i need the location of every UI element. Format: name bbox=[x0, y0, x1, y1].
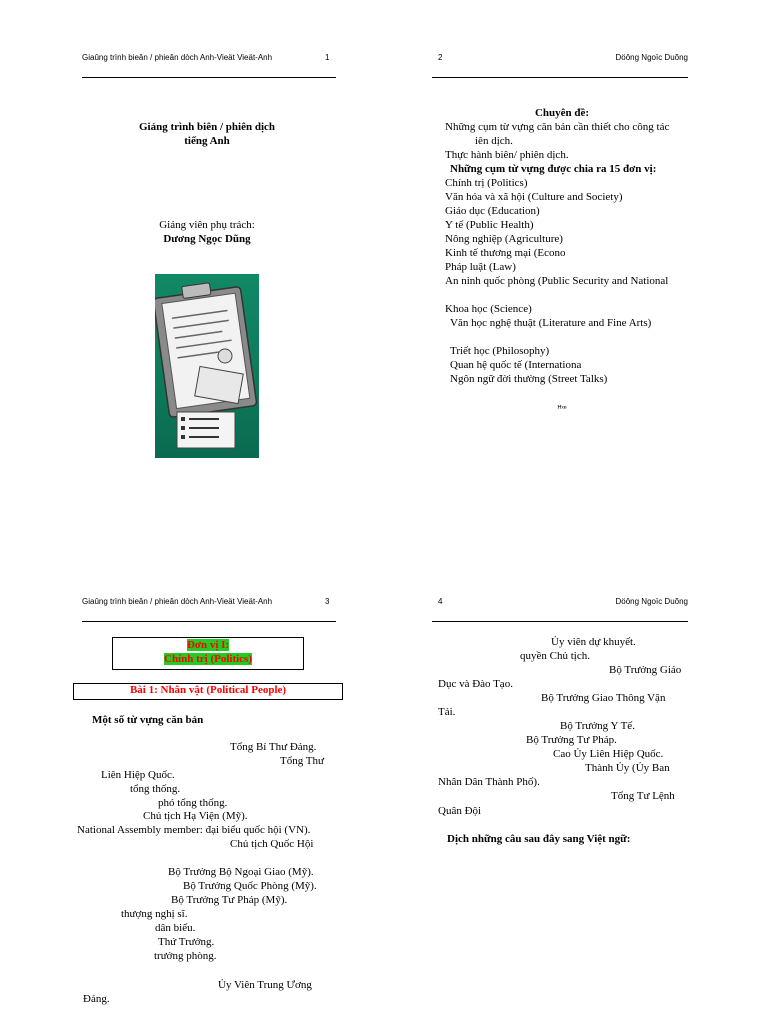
unit-item: Văn hóa và xã hội (Culture and Society) bbox=[445, 191, 623, 203]
vocab-line: quyền Chủ tịch. bbox=[520, 650, 590, 662]
page-number: 4 bbox=[438, 597, 443, 606]
vocab-line: thượng nghị sĩ. bbox=[121, 908, 188, 920]
unit-item: Pháp luật (Law) bbox=[445, 261, 516, 273]
vocab-line: Ủy viên dự khuyết. bbox=[551, 636, 636, 648]
title-line-1: Giảng trình biên / phiên dịch bbox=[138, 121, 275, 133]
vocab-line: Liên Hiệp Quốc. bbox=[101, 769, 175, 781]
vocab-line: Bộ Trưởng Y Tế. bbox=[560, 720, 635, 732]
topic-line-1: Những cụm từ vựng căn bản cần thiết cho … bbox=[445, 121, 670, 133]
vocab-line: trưởng phòng. bbox=[154, 950, 217, 962]
header-rule bbox=[82, 621, 336, 622]
vocab-line: Bộ Trưởng Tư Pháp (Mỹ). bbox=[171, 894, 288, 906]
vocab-line: Tổng Thư bbox=[280, 755, 324, 767]
page-number: 2 bbox=[438, 53, 443, 62]
lesson-title-box bbox=[73, 683, 343, 700]
unit-title-box bbox=[112, 637, 304, 670]
vocab-line: phó tổng thống. bbox=[158, 797, 228, 809]
vocab-line: Nhân Dân Thành Phố). bbox=[438, 776, 540, 788]
page-header-right: Döông Ngoïc Duõng bbox=[615, 53, 689, 62]
vocab-line: Cao Ủy Liên Hiệp Quốc. bbox=[553, 748, 664, 760]
vocab-line: National Assembly member: đại biểu quốc … bbox=[77, 824, 311, 836]
vocab-line: Bộ Trưởng Giao Thông Vận bbox=[541, 692, 666, 704]
vocab-line: tổng thống. bbox=[130, 783, 181, 795]
unit-item: Y tế (Public Health) bbox=[445, 219, 534, 231]
unit-item: Khoa học (Science) bbox=[445, 303, 532, 315]
vocab-line: Quân Đội bbox=[438, 805, 482, 817]
practice-line: Thực hành biên/ phiên dịch. bbox=[445, 149, 569, 161]
vocab-line: Tổng Tư Lệnh bbox=[611, 790, 675, 802]
vocab-line: Tổng Bí Thư Đảng. bbox=[230, 741, 317, 753]
vocab-line: Chủ tịch Quốc Hội bbox=[230, 838, 314, 850]
vocab-line: Bộ Trưởng Tư Pháp. bbox=[526, 734, 617, 746]
unit-item: Văn học nghệ thuật (Literature and Fine … bbox=[450, 317, 652, 329]
vocab-line: Tải. bbox=[438, 706, 456, 718]
header-rule bbox=[432, 621, 688, 622]
page-header-right: Döông Ngoïc Duõng bbox=[615, 597, 689, 606]
unit-item: Nông nghiệp (Agriculture) bbox=[445, 233, 563, 245]
unit-item: Giáo dục (Education) bbox=[445, 205, 540, 217]
lecturer-label: Giảng viên phụ trách: bbox=[159, 219, 255, 231]
unit-item: An ninh quốc phòng (Public Security and … bbox=[445, 275, 669, 287]
topic-heading: Chuyên đề: bbox=[534, 107, 590, 119]
page-number: 3 bbox=[325, 597, 330, 606]
topic-line-2: iên dịch. bbox=[475, 135, 513, 147]
ornament: ꟸꟹ bbox=[557, 404, 567, 413]
vocab-line: Chủ tịch Hạ Viện (Mỹ). bbox=[143, 810, 248, 822]
header-rule bbox=[82, 77, 336, 78]
vocab-line: Thành Ủy (Ủy Ban bbox=[585, 762, 670, 774]
page-header-left: Giaûng trình bieân / phieân dòch Anh-Vie… bbox=[82, 597, 273, 606]
page-header-left: Giaûng trình bieân / phieân dòch Anh-Vie… bbox=[82, 53, 273, 62]
vocab-heading: Một số từ vựng căn bản bbox=[92, 714, 204, 726]
unit-title-line-2: Chính trị (Politics) bbox=[164, 653, 252, 665]
translate-heading: Dịch những câu sau đây sang Việt ngữ: bbox=[447, 833, 631, 845]
vocab-line: Bộ Trưởng Bộ Ngoại Giao (Mỹ). bbox=[168, 866, 314, 878]
unit-item: Quan hệ quốc tế (Internationa bbox=[450, 359, 582, 371]
vocab-line: Bộ Trưởng Giáo bbox=[609, 664, 682, 676]
page-number: 1 bbox=[325, 53, 330, 62]
unit-title-line-1: Đơn vị I: bbox=[186, 639, 230, 651]
vocab-line: Thứ Trưởng. bbox=[158, 936, 215, 948]
units-heading: Những cụm từ vựng được chia ra 15 đơn vị… bbox=[450, 163, 657, 175]
header-rule bbox=[432, 77, 688, 78]
unit-item: Chính trị (Politics) bbox=[445, 177, 528, 189]
unit-item: Ngôn ngữ đời thường (Street Talks) bbox=[450, 373, 608, 385]
vocab-line: Dục và Đào Tạo. bbox=[438, 678, 513, 690]
lecturer-name: Dương Ngọc Dũng bbox=[163, 233, 251, 245]
title-line-2: tiếng Anh bbox=[184, 135, 230, 147]
vocab-line: dân biểu. bbox=[155, 922, 196, 934]
clipboard-illustration bbox=[155, 274, 259, 458]
lesson-title: Bài 1: Nhân vật (Political People) bbox=[129, 684, 287, 696]
vocab-line: Bộ Trưởng Quốc Phòng (Mỹ). bbox=[183, 880, 317, 892]
unit-item: Kinh tế thương mại (Econo bbox=[445, 247, 566, 259]
vocab-line: Ủy Viên Trung Ương bbox=[218, 979, 312, 991]
vocab-line: Đảng. bbox=[83, 993, 110, 1005]
unit-item: Triết học (Philosophy) bbox=[450, 345, 550, 357]
